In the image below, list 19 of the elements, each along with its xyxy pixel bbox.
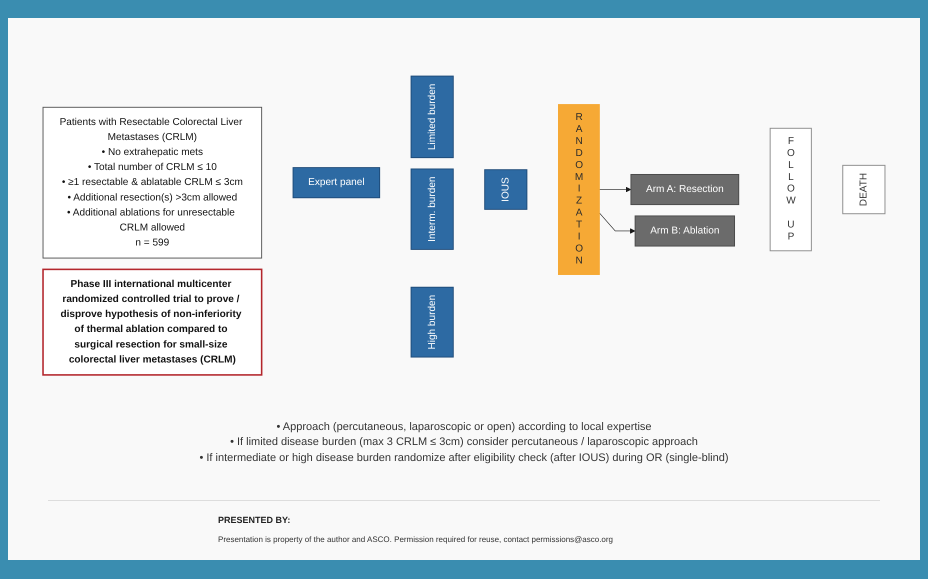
arrow (599, 186, 632, 192)
eligibility-criteria-box: Patients with Resectable Colorectal Liver Metastases (CRLM) • No extrahepatic mets • Total number of CRLM ≤ 10 • ≥1 resectable & ablatable CRLM ≤ 3cm • Additional resection(s) >3cm allowed • Additional ablations for unresectable CRLM allowed n = 599 (42, 106, 262, 259)
randomization-bar: RANDOMIZATION (558, 104, 600, 275)
treatment-arm-box: Arm A: Resection (630, 174, 740, 206)
trial-description-box: Phase III international multicenter randomized controlled trial to prove / disprove hypothesis of non-inferiority of thermal ablation compared to surgical resection for small-size colorectal liver metastases (CRLM) (42, 268, 262, 376)
footnote: • If limited disease burden (max 3 CRLM ≤ 3cm) consider percutaneous / laparoscopic approach (230, 435, 698, 450)
arrow (599, 212, 636, 234)
death-bar: DEATH (842, 164, 886, 214)
copyright-notice: Presentation is property of the author and ASCO. Permission required for reuse, contact permissions@asco.org (218, 535, 613, 544)
follow-up-bar: FOLLOW UP (770, 128, 812, 252)
treatment-arm-box: Arm B: Ablation (634, 215, 736, 247)
ious-box: IOUS (484, 169, 528, 210)
presenter-heading: PRESENTED BY: (218, 515, 290, 525)
burden-box: Limited burden (410, 76, 454, 158)
expert-panel-box: Expert panel (292, 167, 380, 198)
burden-box: High burden (410, 286, 454, 358)
footnote: • Approach (percutaneous, laparoscopic or open) according to local expertise (276, 420, 652, 435)
burden-box: Interm. burden (410, 168, 454, 250)
footnote: • If intermediate or high disease burden randomize after eligibility check (after IOUS) during OR (single-blind) (199, 450, 729, 466)
